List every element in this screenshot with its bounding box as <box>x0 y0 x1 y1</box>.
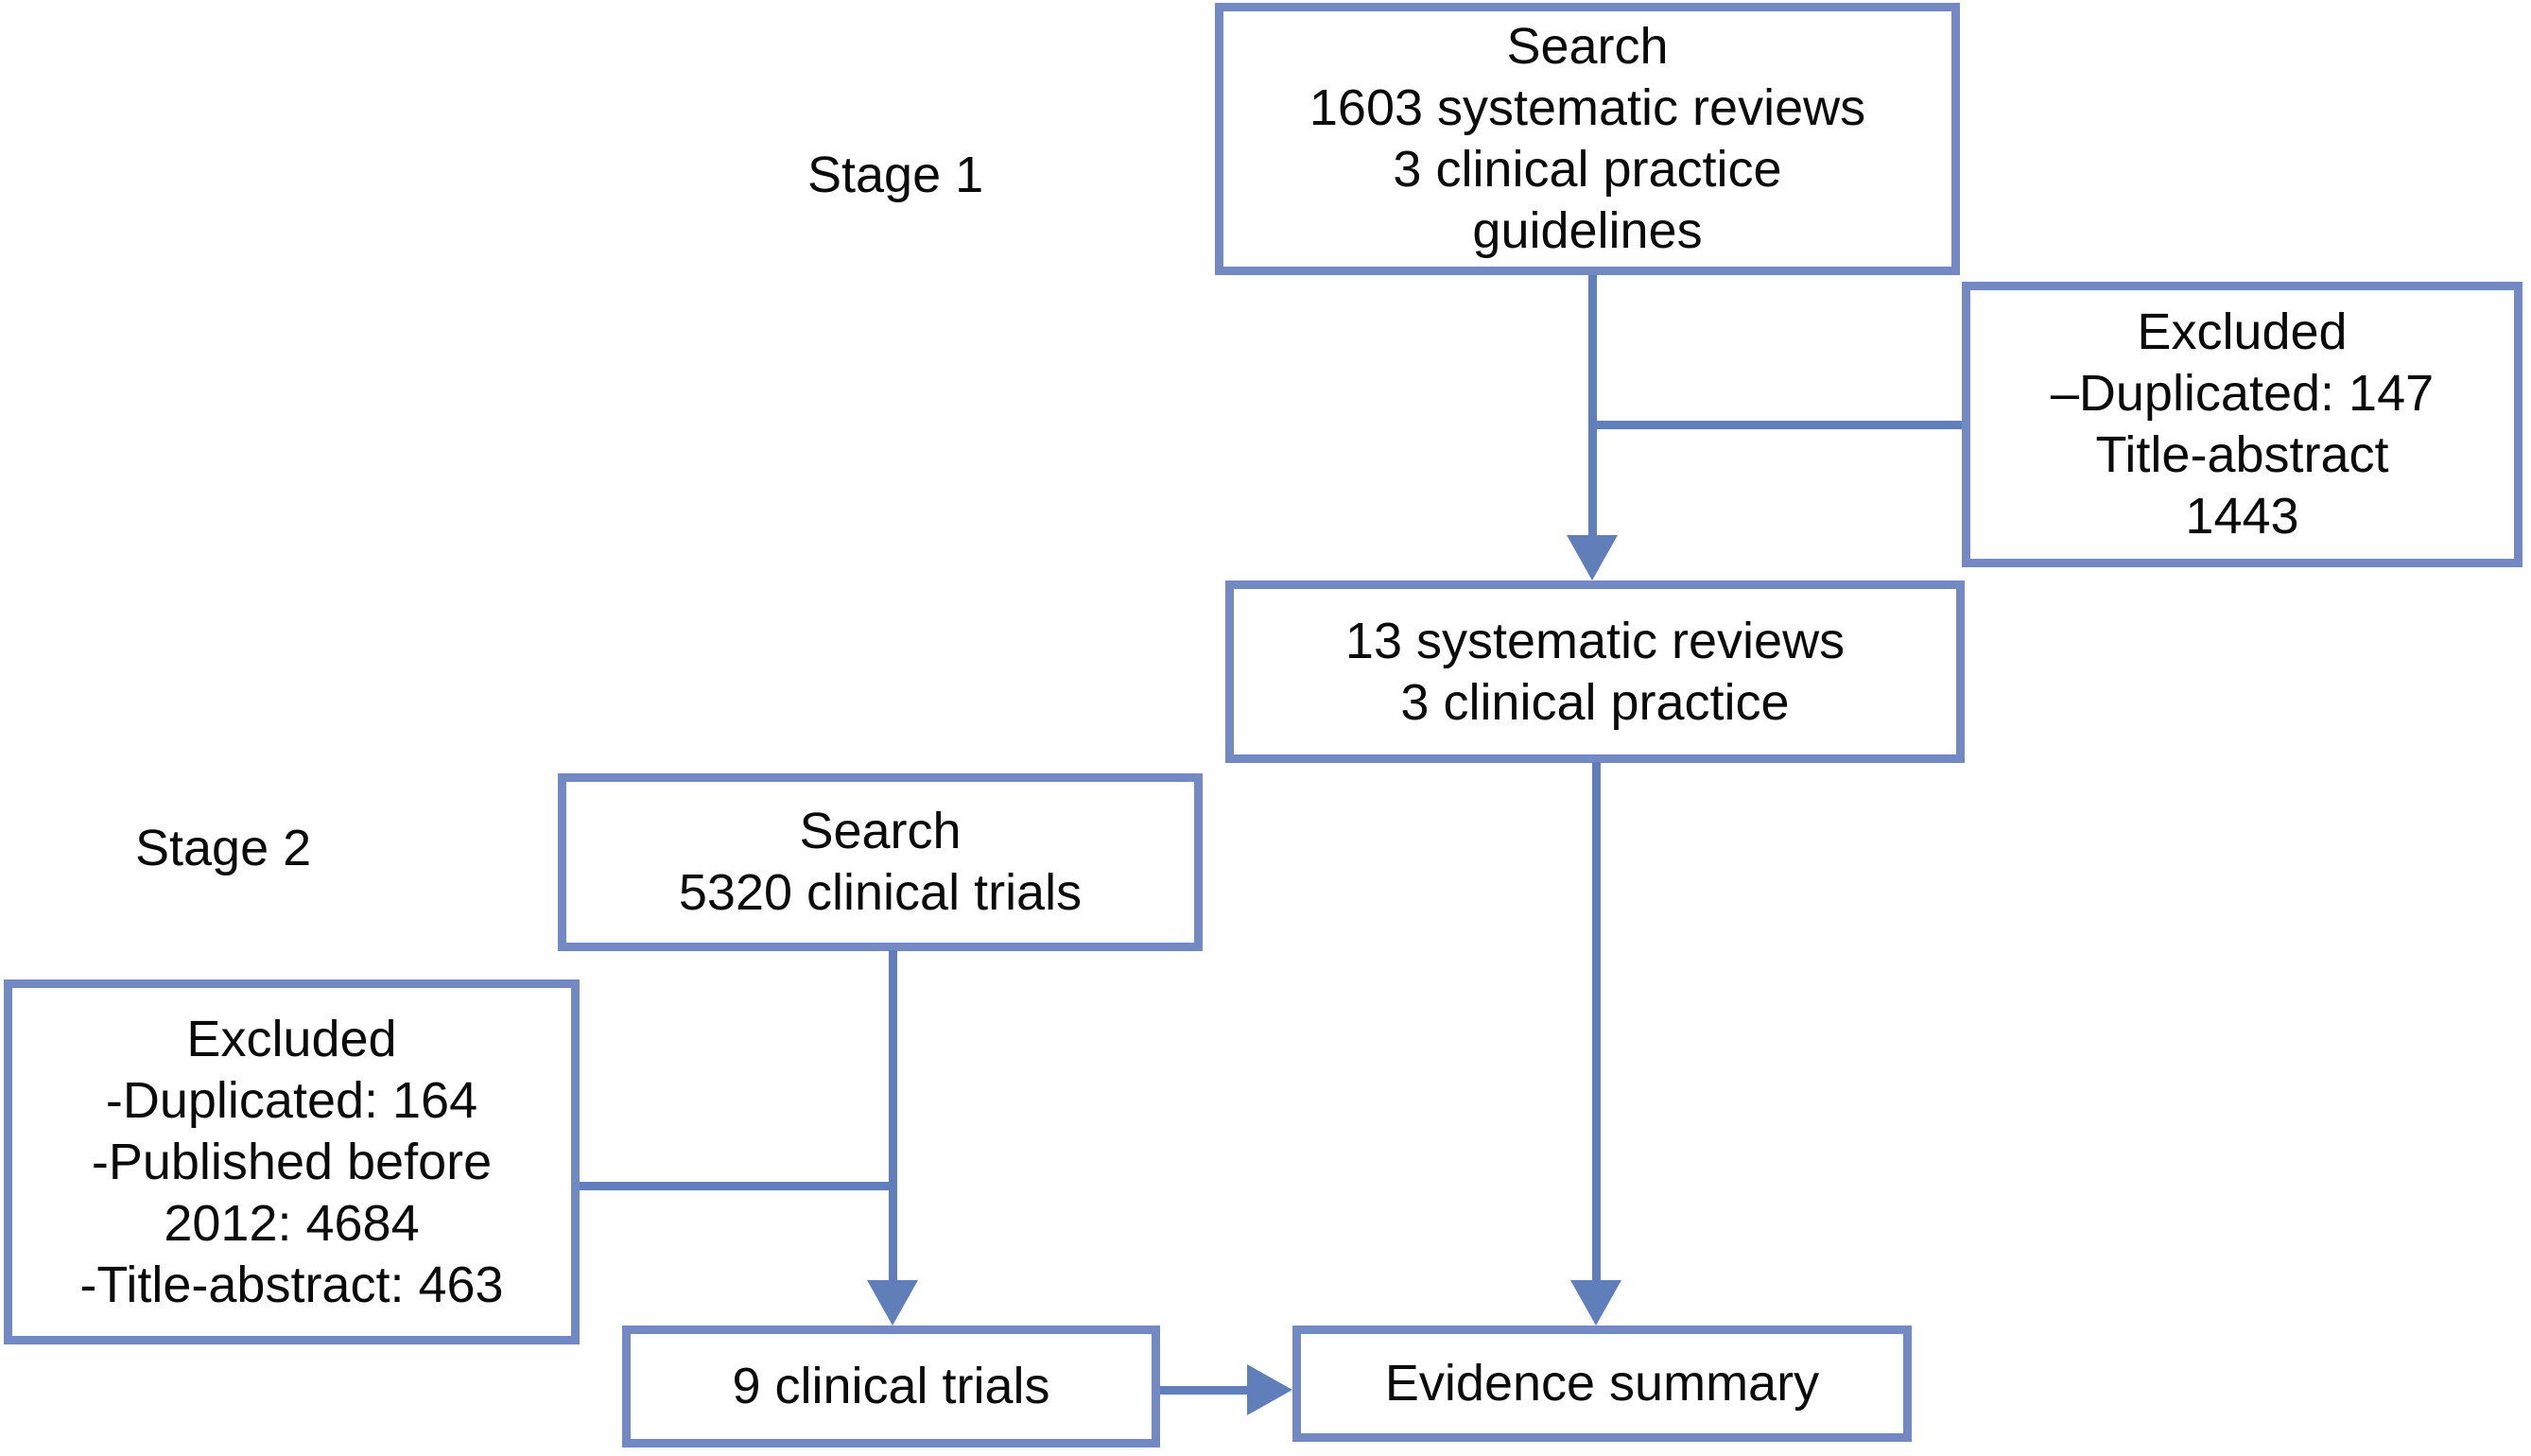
box-excluded-stage1: Excluded –Duplicated: 147 Title-abstract… <box>1962 282 2522 567</box>
box-line: 1443 <box>2185 488 2299 545</box>
box-line: 3 clinical practice <box>1393 141 1782 198</box>
box-line: 9 clinical trials <box>732 1358 1050 1414</box>
box-line: Search <box>1506 18 1669 75</box>
connector-included1-to-evidence <box>1592 762 1601 1281</box>
box-line: Evidence summary <box>1384 1355 1820 1412</box>
box-evidence-summary: Evidence summary <box>1292 1326 1912 1442</box>
box-search-stage2: Search 5320 clinical trials <box>558 773 1203 951</box>
connector-branch-to-excluded1 <box>1592 421 1962 429</box>
box-line: Search <box>799 803 962 859</box>
box-line: 2012: 4684 <box>164 1194 420 1252</box>
box-search-stage1: Search 1603 systematic reviews 3 clinica… <box>1215 3 1960 275</box>
box-line: -Published before <box>91 1133 493 1190</box>
box-line: Title-abstract <box>2095 426 2389 483</box>
box-included-stage1: 13 systematic reviews 3 clinical practic… <box>1225 581 1965 763</box>
box-line: Excluded <box>186 1010 397 1067</box>
arrowhead-right-icon <box>1247 1364 1292 1415</box>
connector-included2-to-evidence <box>1160 1386 1249 1395</box>
arrowhead-down-icon <box>1567 535 1618 581</box>
connector-search1-to-included1 <box>1588 275 1597 537</box>
arrowhead-down-icon <box>867 1280 918 1326</box>
box-line: -Title-abstract: 463 <box>79 1256 504 1313</box>
stage-2-label: Stage 2 <box>135 820 312 876</box>
arrowhead-down-icon <box>1570 1280 1621 1326</box>
box-line: 3 clinical practice <box>1400 673 1790 731</box>
box-line: -Duplicated: 164 <box>105 1071 478 1129</box>
connector-branch-to-excluded2 <box>580 1182 893 1190</box>
box-line: Excluded <box>2137 303 2348 360</box>
box-line: guidelines <box>1472 202 1703 259</box>
box-included-stage2: 9 clinical trials <box>622 1326 1160 1447</box>
box-line: –Duplicated: 147 <box>2050 365 2435 422</box>
stage-1-label: Stage 1 <box>807 147 984 203</box>
box-line: 1603 systematic reviews <box>1309 79 1866 136</box>
box-line: 13 systematic reviews <box>1344 612 1846 669</box>
box-excluded-stage2: Excluded -Duplicated: 164 -Published bef… <box>4 979 580 1344</box>
box-line: 5320 clinical trials <box>678 864 1083 921</box>
connector-search2-to-included2 <box>889 950 897 1281</box>
